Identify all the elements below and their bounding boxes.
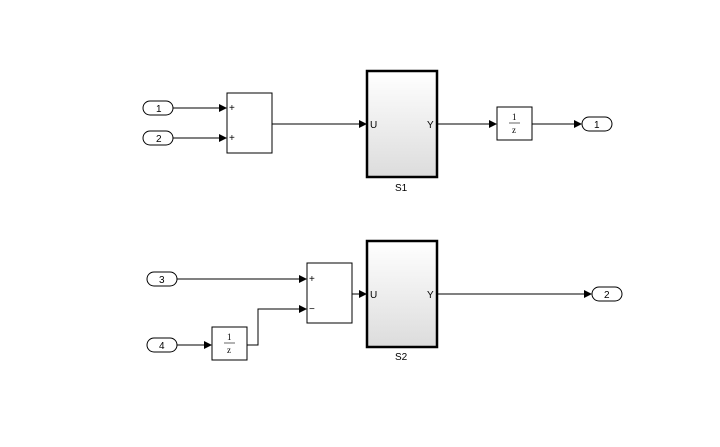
sum2-sign-2: − xyxy=(309,304,315,315)
inport-3[interactable]: 3 xyxy=(146,271,178,287)
wire-delay-sum2[interactable] xyxy=(247,305,307,346)
unit-delay-1[interactable]: 1 z xyxy=(496,106,533,141)
delay1-numerator: 1 xyxy=(512,112,517,122)
inport-4-label: 4 xyxy=(159,341,165,352)
subsystem-s1[interactable]: U Y S1 xyxy=(365,69,439,194)
sum-block-2[interactable]: + − xyxy=(306,262,353,324)
inport-1[interactable]: 1 xyxy=(142,100,174,116)
delay2-numerator: 1 xyxy=(227,332,232,342)
sum2-sign-1: + xyxy=(309,274,315,285)
outport-1[interactable]: 1 xyxy=(581,116,613,132)
inport-1-label: 1 xyxy=(156,104,162,115)
unit-delay-2[interactable]: 1 z xyxy=(211,326,248,361)
s1-input-port-label: U xyxy=(370,120,377,131)
sum1-sign-1: + xyxy=(229,103,235,114)
outport-2-label: 2 xyxy=(604,290,610,301)
delay1-denominator: z xyxy=(512,125,516,135)
inport-2-label: 2 xyxy=(156,134,162,145)
inport-3-label: 3 xyxy=(159,275,165,286)
outport-1-label: 1 xyxy=(594,120,600,131)
s1-name: S1 xyxy=(395,183,408,194)
inport-2[interactable]: 2 xyxy=(142,130,174,146)
sum-block-1[interactable]: + + xyxy=(226,92,273,154)
s1-output-port-label: Y xyxy=(427,120,434,131)
outport-2[interactable]: 2 xyxy=(591,286,623,302)
delay2-denominator: z xyxy=(227,345,231,355)
s2-input-port-label: U xyxy=(370,290,377,301)
sum1-sign-2: + xyxy=(229,133,235,144)
s2-output-port-label: Y xyxy=(427,290,434,301)
subsystem-s2[interactable]: U Y S2 xyxy=(365,239,439,363)
inport-4[interactable]: 4 xyxy=(146,337,178,353)
s2-name: S2 xyxy=(395,352,408,363)
